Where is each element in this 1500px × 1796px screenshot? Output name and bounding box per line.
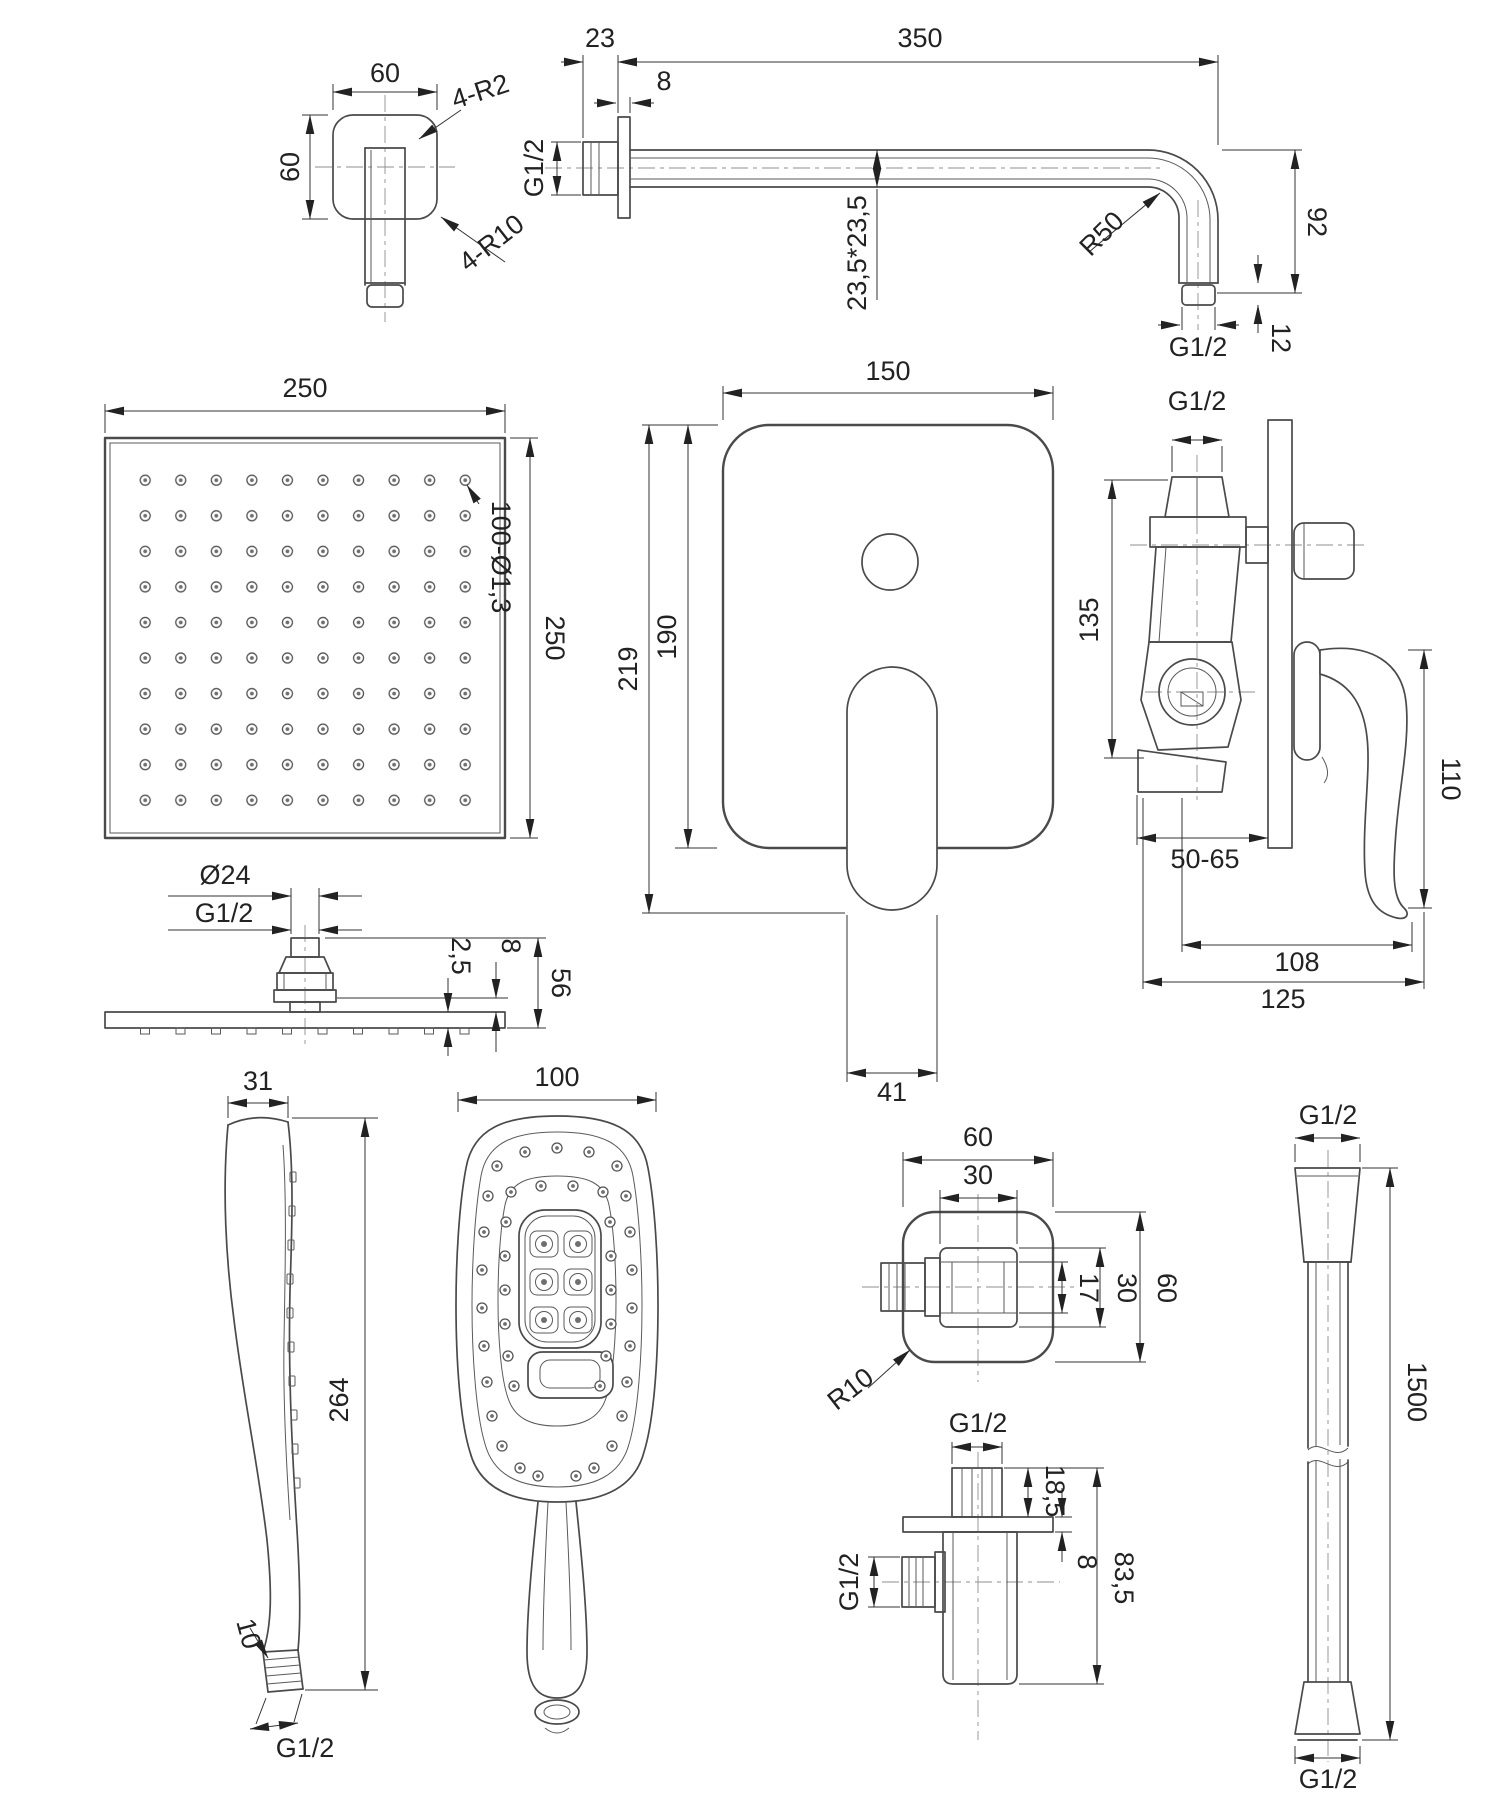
dim-valve-length-body: 108 [1274,947,1319,977]
dim-valve-handle-height: 110 [1436,757,1466,800]
head-side-dimensions: Ø24 G1/2 2,5 8 56 [168,860,576,1056]
dim-hose-bottom-thread: G1/2 [1299,1764,1358,1794]
hand-shower-handle-front [526,1501,588,1699]
dim-plate-total-height: 219 [613,646,643,691]
dim-outlet-top-thread: G1/2 [949,1408,1008,1438]
view-mixer-trim-front: 150 219 190 41 [613,356,1055,1107]
arm-tube-outer [629,149,1219,284]
view-wall-outlet-front: 60 30 17 30 60 R10 [822,1122,1182,1416]
head-plate-edge [104,1011,506,1029]
dim-outlet-width: 60 [963,1122,993,1152]
hand-shower-back-profile [224,1124,272,1653]
elbow-escutcheon [332,114,438,220]
dim-elbow-width: 60 [370,58,400,88]
dim-head-clearance: 8 [496,938,526,953]
hand-shower-side-dimensions: 31 264 10 G1/2 [227,1066,378,1763]
hand-shower-front-dimensions: 100 [457,1062,657,1112]
hand-shower-face-profile [287,1121,301,1651]
dim-hand-head-depth: 31 [243,1066,273,1096]
dim-outlet-hub-height: 30 [1112,1273,1142,1303]
dim-plate-height: 190 [652,614,682,659]
lever-mount-side [1293,641,1321,761]
hose-bottom-fitting [1294,1681,1361,1735]
view-mixer-valve-side: G1/2 135 110 50-65 108 125 [1074,386,1466,1014]
dim-head-height: 56 [546,968,576,998]
dim-head-depth: 250 [540,615,570,660]
view-wall-outlet-side: G1/2 18,5 8 83,5 G1/2 [834,1408,1139,1740]
dim-hose-top-thread: G1/2 [1299,1100,1358,1130]
outlet-front-dimensions: 60 30 17 30 60 R10 [822,1122,1182,1416]
dim-outlet-flange-offset: 8 [1072,1554,1102,1569]
dim-hose-length: 1500 [1402,1362,1432,1422]
dim-outlet-nut-length: 18,5 [1040,1465,1070,1518]
dim-arm-wall-offset: 23 [585,23,615,53]
outlet-escutcheon [901,1210,1055,1364]
head-nozzle-grid [127,462,484,819]
outlet-body [942,1531,1018,1685]
dim-outlet-hub-width: 30 [963,1160,993,1190]
dim-arm-tube-section: 23,5*23,5 [842,195,872,311]
dim-elbow-height: 60 [275,152,305,182]
dim-valve-length-total: 125 [1260,984,1305,1014]
mixer-lever-side [1319,647,1408,920]
view-hand-shower-side: 31 264 10 G1/2 [224,1066,378,1763]
view-hand-shower-front: 100 [455,1062,659,1734]
dim-head-width: 250 [282,373,327,403]
hand-shower-jet-panel [518,1209,602,1349]
dim-arm-flange-thickness: 8 [656,66,671,96]
arm-tube-inner [629,186,1180,284]
hand-shower-tip [534,1699,580,1725]
dim-outlet-side-thread: G1/2 [834,1553,864,1612]
dim-outlet-side-height: 83,5 [1109,1552,1139,1605]
arm-dimensions: 23 350 8 G1/2 23,5*23,5 R50 92 12 G1/2 [519,23,1332,362]
valve-outlet-port [1158,658,1226,726]
head-top-dimensions: 250 250 100-Ø1,3 [104,373,570,839]
view-head-shower-top: 250 250 100-Ø1,3 [103,373,570,840]
valve-dimensions: G1/2 135 110 50-65 108 125 [1074,386,1466,1014]
hand-shower-mode-button [527,1351,614,1399]
trim-plate-dimensions: 150 219 190 41 [613,356,1054,1107]
view-head-shower-side: Ø24 G1/2 2,5 8 56 [104,860,576,1056]
dim-head-plate-thickness: 2,5 [446,937,476,975]
dim-hand-length: 264 [324,1377,354,1422]
arm-inlet-thread [582,141,619,196]
dim-head-nozzle-note: 100-Ø1,3 [486,501,516,614]
dim-head-thread: G1/2 [195,898,254,928]
diverter-knob-front [861,533,919,591]
mixer-lever-front [846,666,938,911]
dim-hand-head-width: 100 [534,1062,579,1092]
elbow-thread [366,284,404,308]
head-plate-outline [103,436,507,840]
arm-outlet-thread [1181,284,1216,306]
dim-head-ball-diameter: Ø24 [199,860,250,890]
dim-plate-width: 150 [865,356,910,386]
dim-valve-body-height: 135 [1074,597,1104,642]
outlet-side-dimensions: G1/2 18,5 8 83,5 G1/2 [834,1408,1139,1685]
dim-valve-top-thread: G1/2 [1168,386,1227,416]
dim-arm-length: 350 [897,23,942,53]
hand-shower-thread [262,1649,304,1693]
outlet-hub [939,1247,1018,1328]
dim-arm-drop: 92 [1302,207,1332,237]
dim-arm-inlet-thread: G1/2 [519,139,549,198]
diverter-knob-side [1293,522,1355,580]
valve-wall-plate [1267,419,1293,849]
dim-hand-thread: G1/2 [276,1733,335,1763]
dim-arm-thread-length: 12 [1266,323,1296,353]
hand-shower-head-outline [455,1115,659,1503]
dim-valve-depth-range: 50-65 [1170,844,1239,874]
view-shower-hose: G1/2 1500 G1/2 [1294,1100,1432,1794]
dim-outlet-height: 60 [1152,1273,1182,1303]
hose-break-symbol [1307,1446,1349,1454]
dim-outlet-nut-size: 17 [1074,1273,1104,1303]
dim-lever-width: 41 [877,1077,907,1107]
hose-dimensions: G1/2 1500 G1/2 [1294,1100,1432,1794]
dim-arm-outlet-thread: G1/2 [1169,332,1228,362]
view-shower-arm-side: 23 350 8 G1/2 23,5*23,5 R50 92 12 G1/2 [519,23,1332,362]
